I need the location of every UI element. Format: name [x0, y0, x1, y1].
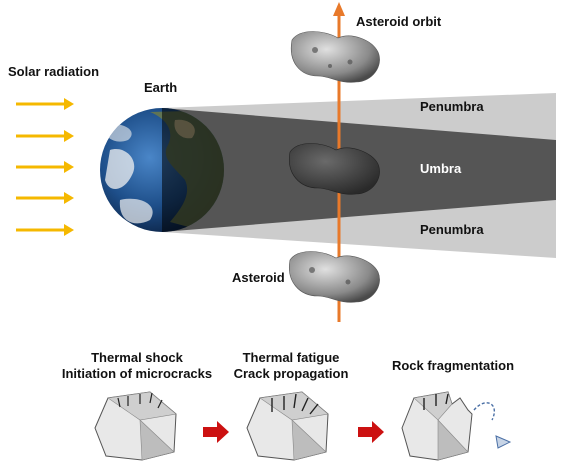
stage-label-3: Rock fragmentation: [378, 358, 528, 374]
solar-arrow-head-2: [64, 130, 74, 142]
stage-label-1: Thermal shock Initiation of microcracks: [52, 350, 222, 382]
stage-3-line1: Rock fragmentation: [391, 358, 515, 373]
solar-arrow-head-5: [64, 224, 74, 236]
label-umbra: Umbra: [420, 161, 462, 176]
stage-2-line2: Crack propagation: [233, 366, 349, 381]
solar-arrow-head-1: [64, 98, 74, 110]
label-solar-radiation: Solar radiation: [8, 64, 100, 79]
stage-rock-1: [94, 391, 177, 461]
asteroid-in-umbra: [289, 143, 380, 195]
stage-arrows: [203, 421, 384, 443]
stage-2-line1: Thermal fatigue: [242, 350, 340, 365]
asteroid-bottom: [289, 251, 380, 303]
stage-arrow-1: [203, 421, 229, 443]
stage-1-line2: Initiation of microcracks: [61, 366, 213, 381]
fragment-piece: [495, 435, 512, 449]
stage-label-2: Thermal fatigue Crack propagation: [216, 350, 366, 382]
label-penumbra-top: Penumbra: [420, 99, 484, 114]
earth-globe: [100, 108, 224, 232]
stage-rock-2: [246, 391, 329, 461]
label-asteroid: Asteroid: [232, 270, 285, 285]
solar-arrow-head-3: [64, 161, 74, 173]
asteroid-orbit-arrowhead: [333, 2, 345, 16]
stage-arrow-2: [358, 421, 384, 443]
stage-1-line1: Thermal shock: [91, 350, 183, 365]
label-asteroid-orbit: Asteroid orbit: [356, 14, 442, 29]
label-penumbra-bottom: Penumbra: [420, 222, 484, 237]
label-earth: Earth: [144, 80, 178, 95]
solar-radiation-arrows: [16, 98, 74, 236]
stage-rock-3: [401, 391, 512, 461]
solar-arrow-head-4: [64, 192, 74, 204]
asteroid-top: [290, 31, 380, 83]
